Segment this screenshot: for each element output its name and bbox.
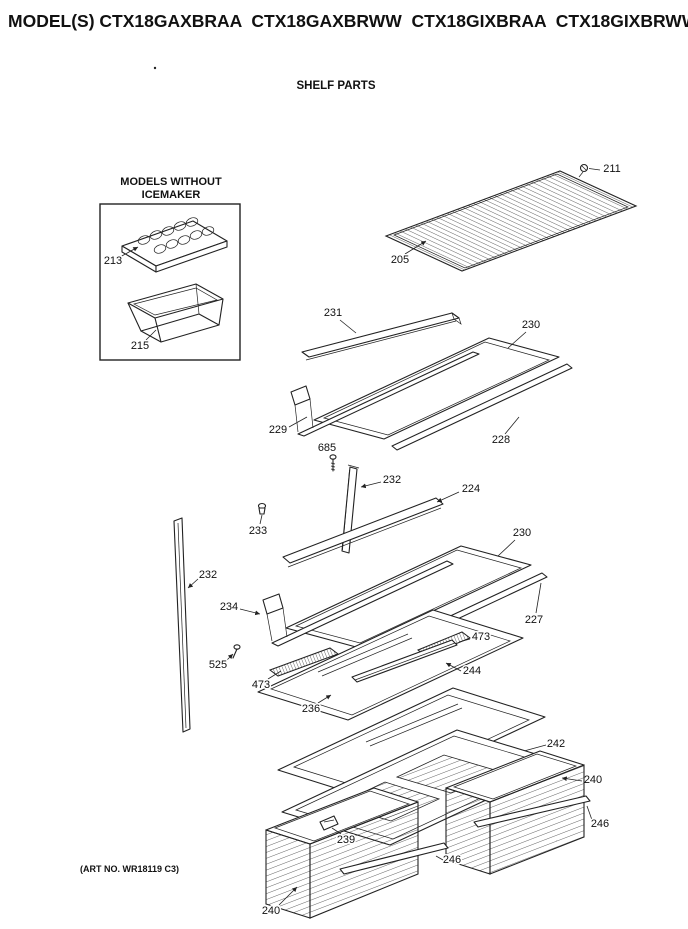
- callout-224: 224: [436, 482, 482, 503]
- support-strip-232-left: [173, 517, 191, 733]
- callout-229: 229: [267, 416, 308, 438]
- part-number-label: 215: [131, 340, 149, 352]
- shelf-frame-234: [262, 560, 454, 647]
- part-number-label: 525: [209, 659, 227, 671]
- callout-525: 525: [207, 653, 234, 673]
- callout-240b: 240: [260, 886, 298, 919]
- clip-239: [319, 815, 339, 831]
- callout-227: 227: [523, 582, 545, 628]
- callout-230a: 230: [507, 318, 542, 349]
- screw-211: [578, 163, 589, 178]
- glass-shelf-230-upper: [313, 337, 560, 440]
- callout-246b: 246: [435, 853, 463, 868]
- callout-211: 211: [588, 162, 622, 177]
- part-number-label: 244: [463, 665, 481, 677]
- part-number-label: 205: [391, 254, 409, 266]
- part-number-label: 232: [383, 474, 401, 486]
- left-crisper-pan: [265, 787, 419, 919]
- part-number-label: 473: [252, 679, 270, 691]
- part-number-label: 233: [249, 525, 267, 537]
- callout-215: 215: [129, 329, 157, 354]
- callout-244: 244: [445, 662, 483, 679]
- part-number-label: 228: [492, 434, 510, 446]
- pan-trim-246-right: [473, 795, 591, 828]
- callout-473b: 473: [250, 670, 282, 693]
- slide-bar-244: [351, 639, 458, 683]
- callout-231: 231: [322, 306, 357, 334]
- part-number-label: 230: [513, 527, 531, 539]
- glass-shelf-230-lower: [285, 545, 532, 648]
- part-number-label: 473: [472, 631, 490, 643]
- shelf-frame-229: [290, 351, 480, 437]
- right-crisper-pan: [445, 750, 585, 875]
- part-number-label: 213: [104, 255, 122, 267]
- part-number-label: 685: [318, 442, 336, 454]
- front-trim-224: [282, 497, 444, 568]
- icemaker-inset: MODELS WITHOUT ICEMAKER 213: [99, 176, 241, 361]
- callout-239: 239: [331, 827, 357, 848]
- part-number-label: 227: [525, 614, 543, 626]
- part-number-label: 224: [462, 483, 480, 495]
- front-trim-231: [301, 312, 462, 361]
- slide-rail-473-left: [268, 647, 340, 677]
- part-number-label: 240: [584, 774, 602, 786]
- model-numbers-title: MODEL(S) CTX18GAXBRAA CTX18GAXBRWW CTX18…: [8, 11, 688, 31]
- part-number-label: 232: [199, 569, 217, 581]
- screw-525: [232, 644, 241, 659]
- section-title: SHELF PARTS: [296, 80, 375, 92]
- callout-205: 205: [389, 240, 427, 268]
- screw-685: [329, 454, 337, 472]
- inset-title-line1: MODELS WITHOUT: [120, 176, 222, 188]
- callout-685: 685: [316, 441, 337, 456]
- ice-bin-215: [127, 283, 224, 343]
- art-number: (ART NO. WR18119 C3): [80, 864, 179, 874]
- wire-shelf-205: [384, 170, 638, 272]
- part-number-label: 240: [262, 905, 280, 917]
- callout-232b: 232: [187, 568, 219, 589]
- pan-trim-246-left: [339, 842, 449, 875]
- callout-233: 233: [247, 514, 269, 539]
- callout-234: 234: [218, 600, 261, 616]
- part-number-label: 246: [591, 818, 609, 830]
- part-number-label: 211: [603, 163, 621, 175]
- part-number-label: 246: [443, 854, 461, 866]
- ice-cube-tray-213: [121, 217, 228, 273]
- callout-246a: 246: [586, 805, 611, 832]
- callout-236: 236: [300, 694, 332, 717]
- callout-213: 213: [102, 246, 139, 269]
- fastener-233: [257, 502, 267, 515]
- callout-242: 242: [512, 737, 567, 756]
- part-number-label: 229: [269, 424, 287, 436]
- part-number-label: 242: [547, 738, 565, 750]
- callout-228: 228: [490, 416, 520, 448]
- part-number-label: 236: [302, 703, 320, 715]
- callout-473a: 473: [458, 630, 492, 645]
- rear-trim-228: [391, 363, 573, 451]
- part-number-label: 239: [337, 834, 355, 846]
- inset-title-line2: ICEMAKER: [142, 189, 201, 201]
- part-number-label: 231: [324, 307, 342, 319]
- part-number-label: 230: [522, 319, 540, 331]
- callout-230b: 230: [497, 526, 533, 557]
- stray-period-mark: [153, 66, 157, 70]
- inset-border-box: [99, 203, 241, 361]
- part-number-label: 234: [220, 601, 238, 613]
- callout-232a: 232: [360, 473, 403, 489]
